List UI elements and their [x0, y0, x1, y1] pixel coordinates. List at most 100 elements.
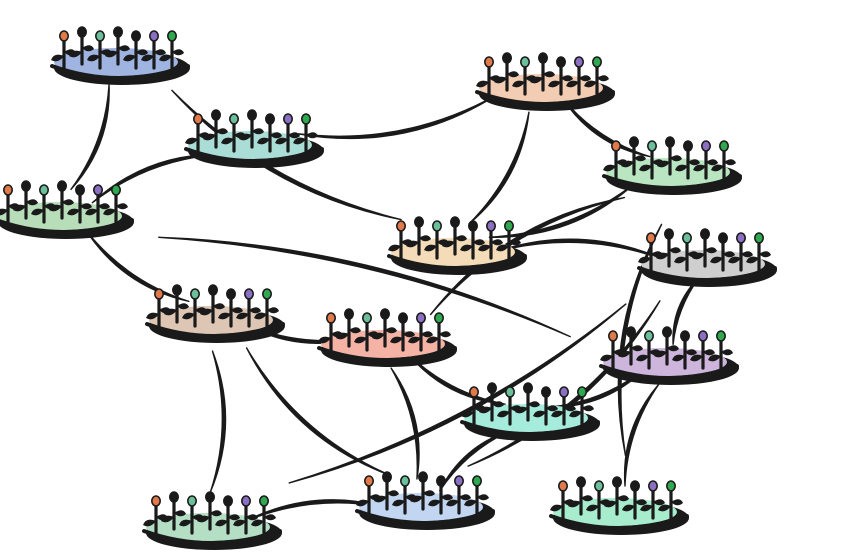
- plant-leaf-left: [692, 252, 705, 260]
- plant-leaf-left: [654, 350, 667, 358]
- plant-leaf-right: [116, 203, 128, 210]
- plant-leaf-left: [460, 244, 473, 252]
- plant-leaf-left: [496, 244, 509, 252]
- plant-leaf-left: [566, 80, 579, 88]
- plant-flower: [647, 480, 658, 492]
- plant-icon: [746, 232, 771, 272]
- plant-flower: [715, 330, 726, 342]
- plant-flower: [575, 476, 586, 488]
- node-n3: [184, 109, 324, 168]
- plant-leaf-left: [693, 164, 706, 172]
- plant-flower: [211, 109, 222, 121]
- plant-leaf-right: [705, 247, 717, 254]
- plant-leaf-right: [387, 490, 399, 497]
- plant-icon: [185, 113, 210, 153]
- plant-flower: [665, 480, 676, 492]
- plant-flower: [20, 180, 31, 192]
- plant-icon: [692, 228, 717, 268]
- plant-flower: [149, 30, 160, 42]
- plant-leaf-right: [270, 132, 282, 139]
- plant-icon: [693, 140, 718, 180]
- plant-flower: [208, 284, 219, 296]
- plant-flower: [522, 382, 533, 394]
- plant-leaf-right: [403, 331, 415, 338]
- plant-leaf-left: [428, 499, 441, 507]
- plant-leaf-left: [442, 240, 455, 248]
- plant-flower: [576, 386, 587, 398]
- plant-icon: [512, 56, 537, 96]
- plant-leaf-left: [203, 133, 216, 141]
- plant-leaf-left: [236, 312, 249, 320]
- plant-leaf-left: [200, 308, 213, 316]
- plant-leaf-right: [421, 331, 433, 338]
- plant-icon: [31, 184, 56, 224]
- plant-leaf-left: [658, 504, 671, 512]
- plant-leaf-left: [179, 519, 192, 527]
- plant-flower: [717, 232, 728, 244]
- node-rim: [475, 90, 615, 106]
- plant-flower: [3, 184, 13, 196]
- plant-leaf-left: [293, 137, 306, 145]
- plant-icon: [442, 216, 467, 256]
- plant-leaf-left: [254, 312, 267, 320]
- plant-leaf-left: [218, 312, 231, 320]
- plant-leaf-left: [674, 256, 687, 264]
- plant-flower: [664, 136, 675, 148]
- node-n13: [355, 471, 495, 530]
- plant-icon: [215, 495, 240, 535]
- plant-leaf-right: [80, 203, 92, 210]
- plant-flower: [38, 184, 49, 196]
- plant-leaf-left: [586, 504, 599, 512]
- plant-leaf-left: [710, 256, 723, 264]
- plant-flower: [264, 113, 275, 125]
- plant-icon: [123, 30, 148, 70]
- plant-icon: [618, 326, 643, 366]
- plant-leaf-left: [49, 204, 62, 212]
- plant-icon: [424, 220, 449, 260]
- plant-leaf-left: [159, 54, 172, 62]
- plant-flower: [628, 136, 639, 148]
- plant-icon: [254, 288, 279, 328]
- plant-leaf-right: [118, 45, 130, 52]
- plant-leaf-right: [543, 71, 555, 78]
- plant-flower: [226, 288, 237, 300]
- plant-flower: [718, 140, 729, 152]
- plant-icon: [336, 308, 361, 348]
- node-rim: [460, 420, 600, 436]
- plant-flower: [325, 312, 336, 324]
- plant-icon: [374, 471, 399, 511]
- edges-layer: [70, 83, 700, 523]
- plant-leaf-right: [670, 155, 682, 162]
- plant-flower: [735, 232, 746, 244]
- plant-flower: [433, 312, 444, 324]
- plant-leaf-left: [746, 256, 759, 264]
- plant-leaf-left: [356, 499, 369, 507]
- plant-icon: [640, 480, 665, 520]
- plant-leaf-left: [604, 500, 617, 508]
- node-n11: [460, 382, 600, 441]
- edge-n3-n2: [297, 94, 498, 140]
- plant-icon: [85, 184, 110, 224]
- plant-icon: [446, 475, 471, 515]
- plant-flower: [700, 140, 711, 152]
- plant-icon: [657, 136, 682, 176]
- plant-leaf-left: [672, 354, 685, 362]
- plant-leaf-right: [671, 499, 683, 506]
- plant-icon: [13, 180, 38, 220]
- plant-icon: [0, 184, 20, 224]
- plant-leaf-right: [721, 349, 733, 356]
- plant-icon: [497, 386, 522, 426]
- plant-leaf-right: [582, 405, 594, 412]
- plant-leaf-left: [239, 133, 252, 141]
- plant-icon: [275, 113, 300, 153]
- edge-n12-n7: [288, 303, 627, 484]
- plant-icon: [388, 220, 413, 260]
- plant-icon: [293, 113, 318, 153]
- plant-icon: [476, 56, 501, 96]
- plant-leaf-left: [164, 308, 177, 316]
- plant-flower: [229, 113, 240, 125]
- plant-leaf-right: [617, 495, 629, 502]
- plant-leaf-right: [669, 247, 681, 254]
- plant-leaf-right: [267, 307, 279, 314]
- plant-leaf-right: [288, 132, 300, 139]
